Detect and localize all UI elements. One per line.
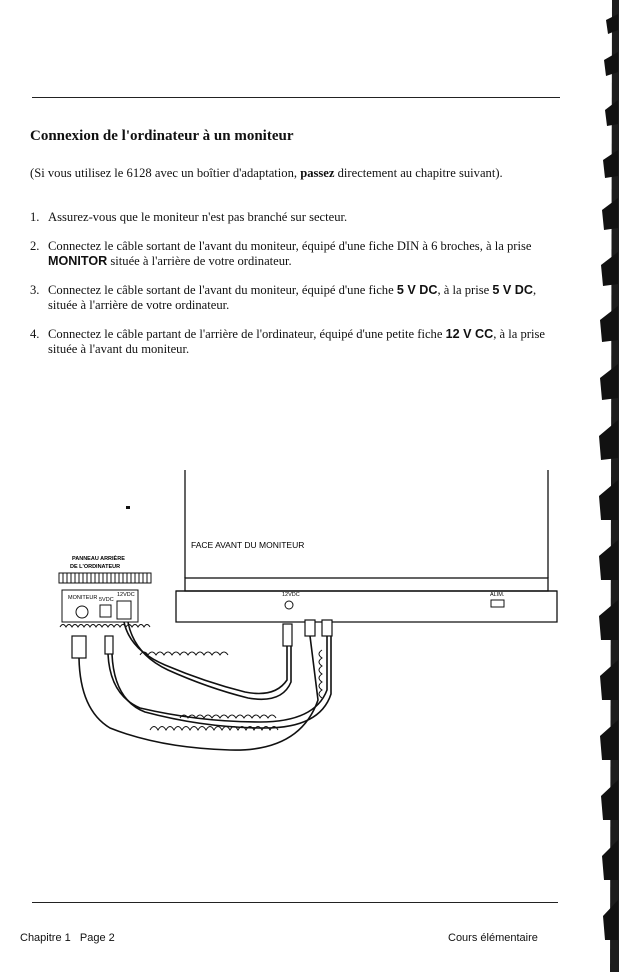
- step-3: 3. Connectez le câble sortant de l'avant …: [30, 283, 554, 313]
- port-5vdc-label: 5VDC: [99, 597, 114, 603]
- step-text: , située à l'arrière de votre ordinateur…: [48, 283, 537, 312]
- binding-edge: [599, 0, 619, 972]
- panel-label-line-2: DE L'ORDINATEUR: [70, 564, 120, 570]
- bottom-divider: [32, 902, 558, 903]
- step-1: 1. Assurez-vous que le moniteur n'est pas…: [30, 210, 554, 225]
- din-plug-icon: [71, 635, 87, 659]
- intro-bold-word: passez: [300, 166, 335, 180]
- plug-name-5vdc: 5 V DC: [396, 283, 438, 297]
- step-number: 4.: [30, 327, 40, 341]
- computer-rear-panel-illustration: [58, 572, 152, 628]
- monitor-illustration: [175, 470, 558, 623]
- plugs: [71, 619, 333, 659]
- monitor-power-label: ALIM.: [490, 592, 505, 598]
- step-text: Connectez le câble sortant de l'avant du…: [48, 283, 397, 297]
- footer-chapter-page: Chapitre 1 Page 2: [20, 932, 115, 944]
- intro-text-end: directement au chapitre suivant).: [334, 166, 503, 180]
- speck: [126, 506, 130, 509]
- instruction-list: 1. Assurez-vous que le moniteur n'est pas…: [30, 210, 554, 357]
- top-divider: [32, 97, 560, 98]
- 12vdc-plug-icon: [282, 623, 293, 647]
- coil-marks: [139, 649, 323, 732]
- step-number: 2.: [30, 239, 40, 253]
- section-heading: Connexion de l'ordinateur à un moniteur: [30, 128, 294, 144]
- step-text: Connectez le câble partant de l'arrière …: [48, 327, 446, 341]
- intro-paragraph: (Si vous utilisez le 6128 avec un boîtie…: [30, 166, 554, 181]
- monitor-12vdc-label: 12VDC: [282, 592, 300, 598]
- step-text: , à la prise: [437, 283, 493, 297]
- step-text: située à l'arrière de votre ordinateur.: [107, 254, 292, 268]
- footer-course-title: Cours élémentaire: [448, 932, 538, 944]
- cables: [78, 621, 332, 751]
- monitor-12vdc-socket-icon: [284, 600, 294, 610]
- step-text: Connectez le câble sortant de l'avant du…: [48, 239, 532, 253]
- panel-label-line-1: PANNEAU ARRIÈRE: [72, 554, 125, 562]
- 5vdc-plug-icon: [104, 635, 114, 655]
- plug-name-12vcc: 12 V CC: [445, 327, 494, 341]
- step-2: 2. Connectez le câble sortant de l'avant …: [30, 239, 554, 269]
- monitor-cable-b-plug-icon: [321, 619, 333, 637]
- step-number: 3.: [30, 283, 40, 297]
- step-number: 1.: [30, 210, 40, 224]
- port-12vdc-label: 12VDC: [117, 592, 135, 598]
- monitor-front-label: FACE AVANT DU MONITEUR: [191, 540, 304, 550]
- intro-text-start: (Si vous utilisez le 6128 avec un boîtie…: [30, 166, 301, 180]
- port-monitor-label: MONITEUR: [68, 595, 97, 601]
- monitor-cable-a-plug-icon: [304, 619, 316, 637]
- power-indicator-icon: [490, 599, 505, 608]
- port-name-5vdc: 5 V DC: [492, 283, 533, 297]
- connection-diagram: FACE AVANT DU MONITEUR 12VDC ALIM. PANNE…: [58, 470, 558, 751]
- step-text: Assurez-vous que le moniteur n'est pas b…: [48, 210, 348, 224]
- step-text: , à la prise située à l'avant du moniteu…: [48, 327, 545, 356]
- port-name-monitor: MONITOR: [48, 254, 108, 268]
- step-4: 4. Connectez le câble partant de l'arrièr…: [30, 327, 554, 357]
